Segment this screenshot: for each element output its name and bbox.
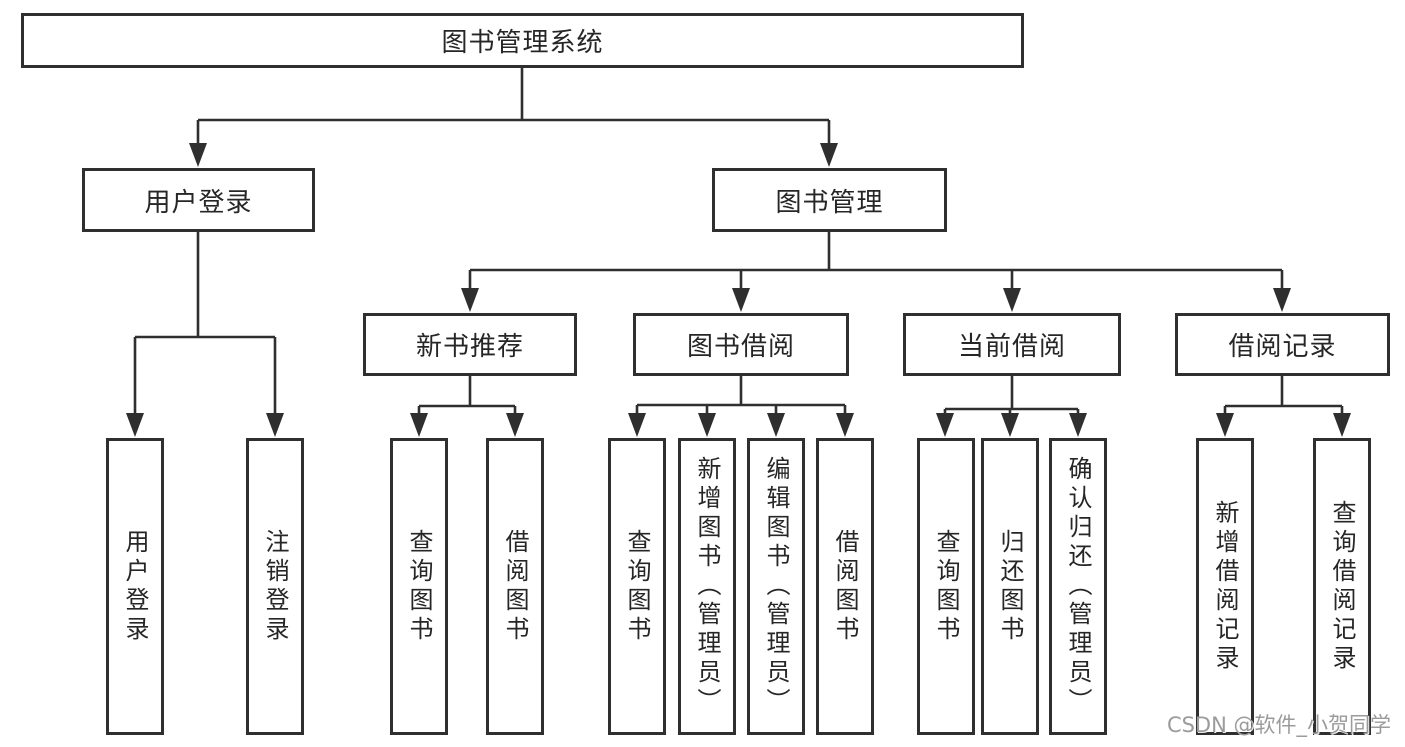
node-query-book: 查询图书 <box>390 438 448 735</box>
node-label: 查询图书 <box>623 528 651 645</box>
node-label: 查询借阅记录 <box>1328 499 1356 674</box>
csdn-watermark: CSDN @软件_小贺同学 <box>1166 713 1391 737</box>
node-label: 新增借阅记录 <box>1211 499 1239 674</box>
node-add-book-admin: 新增图书（管理员） <box>678 438 736 735</box>
node-label: 查询图书 <box>932 528 960 645</box>
node-borrow-book: 借阅图书 <box>816 438 874 735</box>
node-query-book: 查询图书 <box>608 438 666 735</box>
node-book-borrowing: 图书借阅 <box>633 313 849 376</box>
node-label: 图书借阅 <box>686 332 795 362</box>
node-label: 编辑图书（管理员） <box>762 456 790 717</box>
node-label: 新书推荐 <box>415 332 524 362</box>
node-book-management: 图书管理 <box>712 168 947 232</box>
node-label: 注销登录 <box>261 528 289 645</box>
node-return-book: 归还图书 <box>981 438 1039 735</box>
node-confirm-return-admin: 确认归还（管理员） <box>1049 438 1107 735</box>
node-new-book-recommendation: 新书推荐 <box>363 313 577 376</box>
node-add-borrow-record: 新增借阅记录 <box>1196 438 1254 735</box>
node-leaf-logout: 注销登录 <box>246 438 304 735</box>
node-label: 当前借阅 <box>957 332 1066 362</box>
node-label: 确认归还（管理员） <box>1064 456 1092 717</box>
node-label: 查询图书 <box>405 528 433 645</box>
node-label: 图书管理 <box>775 187 884 218</box>
node-edit-book-admin: 编辑图书（管理员） <box>747 438 805 735</box>
node-label: 借阅图书 <box>501 528 529 645</box>
node-label: 新增图书（管理员） <box>693 456 721 717</box>
node-query-book: 查询图书 <box>917 438 975 735</box>
node-label: 图书管理系统 <box>441 28 604 58</box>
node-query-borrow-record: 查询借阅记录 <box>1313 438 1371 735</box>
node-current-borrowing: 当前借阅 <box>903 313 1121 376</box>
node-label: 借阅图书 <box>831 528 859 645</box>
node-borrowing-records: 借阅记录 <box>1175 313 1390 376</box>
node-borrow-book: 借阅图书 <box>486 438 544 735</box>
node-label: 借阅记录 <box>1228 332 1337 362</box>
connector-lines <box>133 68 1344 420</box>
node-leaf-user-login: 用户登录 <box>106 438 164 735</box>
node-label: 用户登录 <box>144 187 253 218</box>
node-label: 归还图书 <box>996 528 1024 645</box>
node-user-login: 用户登录 <box>82 168 315 232</box>
node-library-management-system: 图书管理系统 <box>21 13 1024 68</box>
connector-arrowheads <box>126 143 1351 437</box>
node-label: 用户登录 <box>121 528 149 645</box>
